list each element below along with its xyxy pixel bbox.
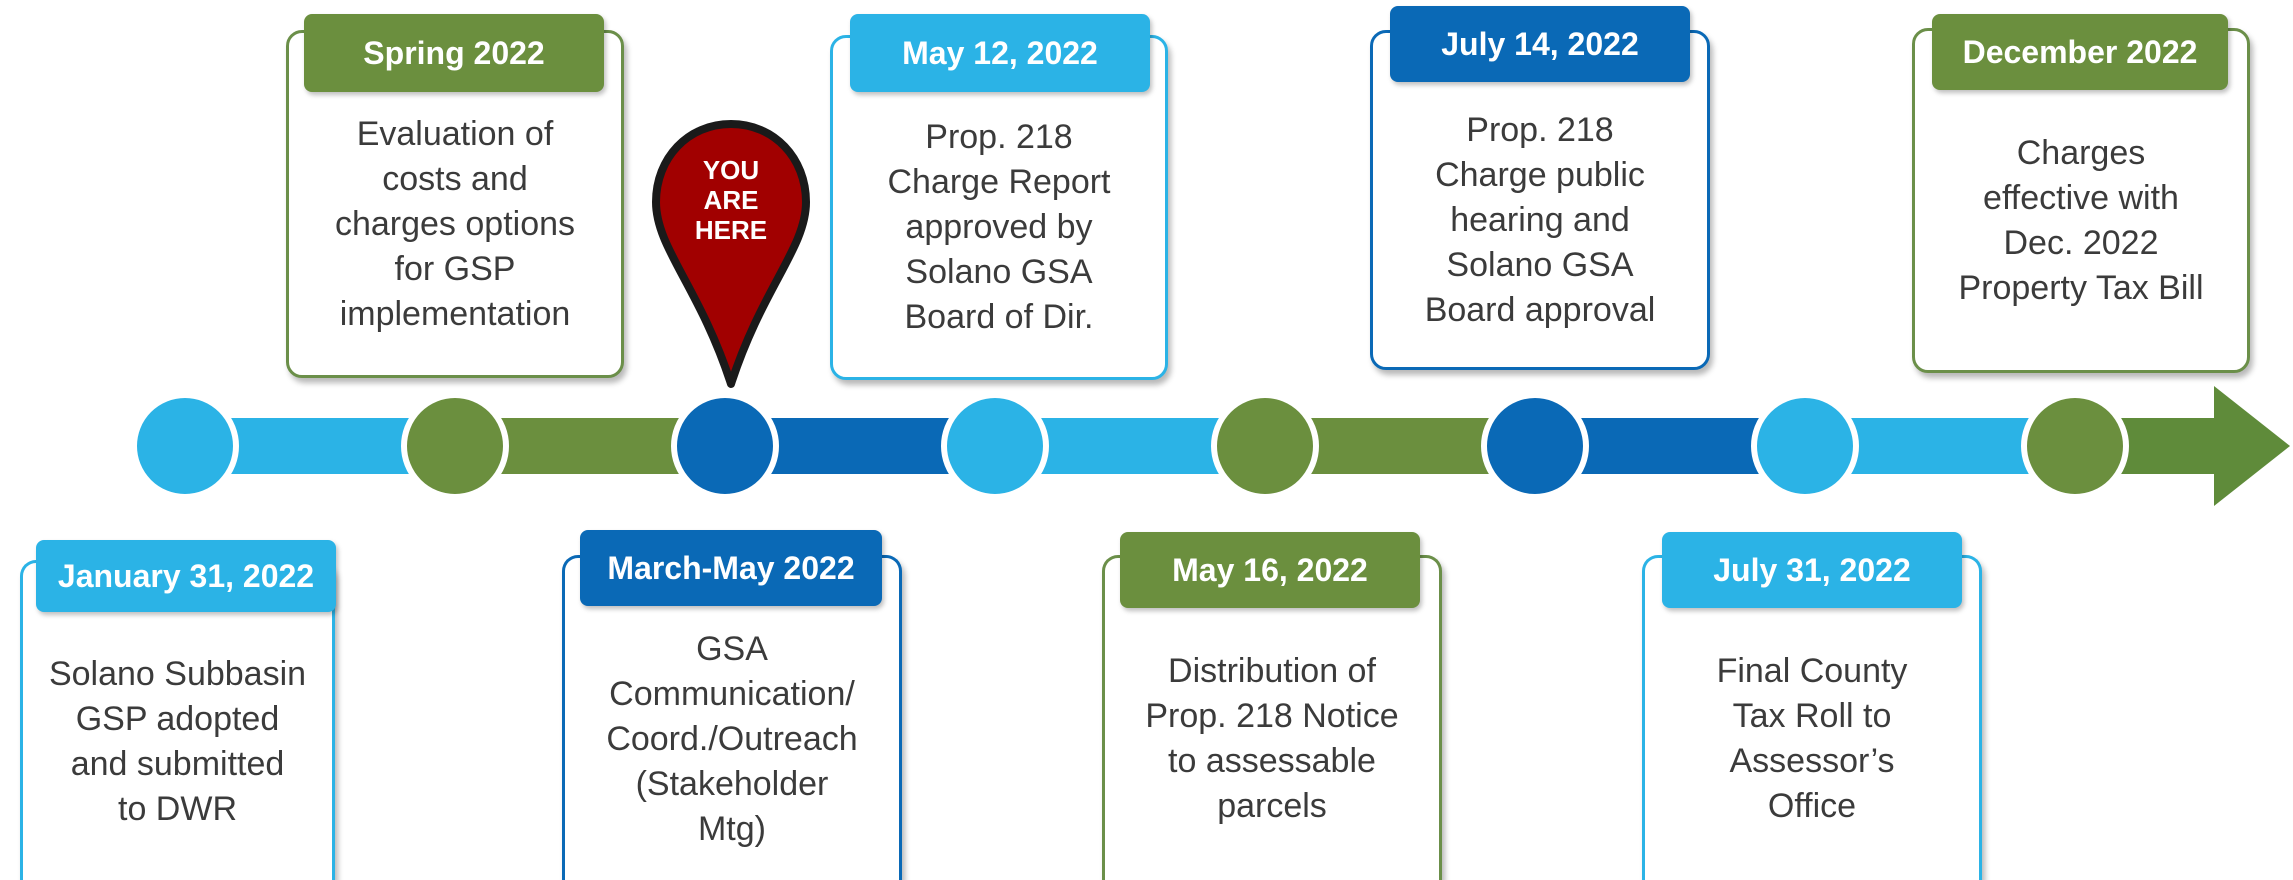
timeline-node-1 — [131, 392, 239, 500]
timeline-node-2 — [401, 392, 509, 500]
event-date-label: January 31, 2022 — [36, 540, 336, 612]
event-description: Final County Tax Roll to Assessor’s Offi… — [1716, 652, 1908, 825]
event-date-label: May 16, 2022 — [1120, 532, 1420, 608]
timeline-node-5 — [1211, 392, 1319, 500]
timeline-arrow-head — [2214, 386, 2290, 506]
location-pin-icon — [652, 120, 810, 388]
event-description: Evaluation of costs and charges options … — [334, 114, 576, 333]
event-date-label: July 31, 2022 — [1662, 532, 1962, 608]
event-date-label: Spring 2022 — [304, 14, 604, 92]
event-description: Prop. 218 Charge public hearing and Sola… — [1424, 110, 1656, 329]
event-description: Charges effective with Dec. 2022 Propert… — [1958, 133, 2204, 307]
event-date-label: July 14, 2022 — [1390, 6, 1690, 82]
event-description: GSA Communication/ Coord./Outreach (Stak… — [606, 629, 858, 848]
event-date-label: December 2022 — [1932, 14, 2228, 90]
event-description: Prop. 218 Charge Report approved by Sola… — [887, 118, 1111, 336]
event-date-label: May 12, 2022 — [850, 14, 1150, 92]
event-description: Solano Subbasin GSP adopted and submitte… — [48, 654, 307, 828]
event-card-3: GSA Communication/ Coord./Outreach (Stak… — [562, 555, 902, 880]
event-date-label: March-May 2022 — [580, 530, 882, 606]
you-are-here-label: YOU ARE HERE — [694, 155, 768, 245]
event-description: Distribution of Prop. 218 Notice to asse… — [1145, 652, 1399, 825]
event-card-4: Prop. 218 Charge Report approved by Sola… — [830, 35, 1168, 380]
timeline-node-3 — [671, 392, 779, 500]
timeline-node-7 — [1751, 392, 1859, 500]
timeline-node-6 — [1481, 392, 1589, 500]
event-card-5: Distribution of Prop. 218 Notice to asse… — [1102, 555, 1442, 880]
event-card-7: Final County Tax Roll to Assessor’s Offi… — [1642, 555, 1982, 880]
event-card-1: Solano Subbasin GSP adopted and submitte… — [20, 560, 335, 880]
timeline-node-4 — [941, 392, 1049, 500]
timeline-node-8 — [2021, 392, 2129, 500]
